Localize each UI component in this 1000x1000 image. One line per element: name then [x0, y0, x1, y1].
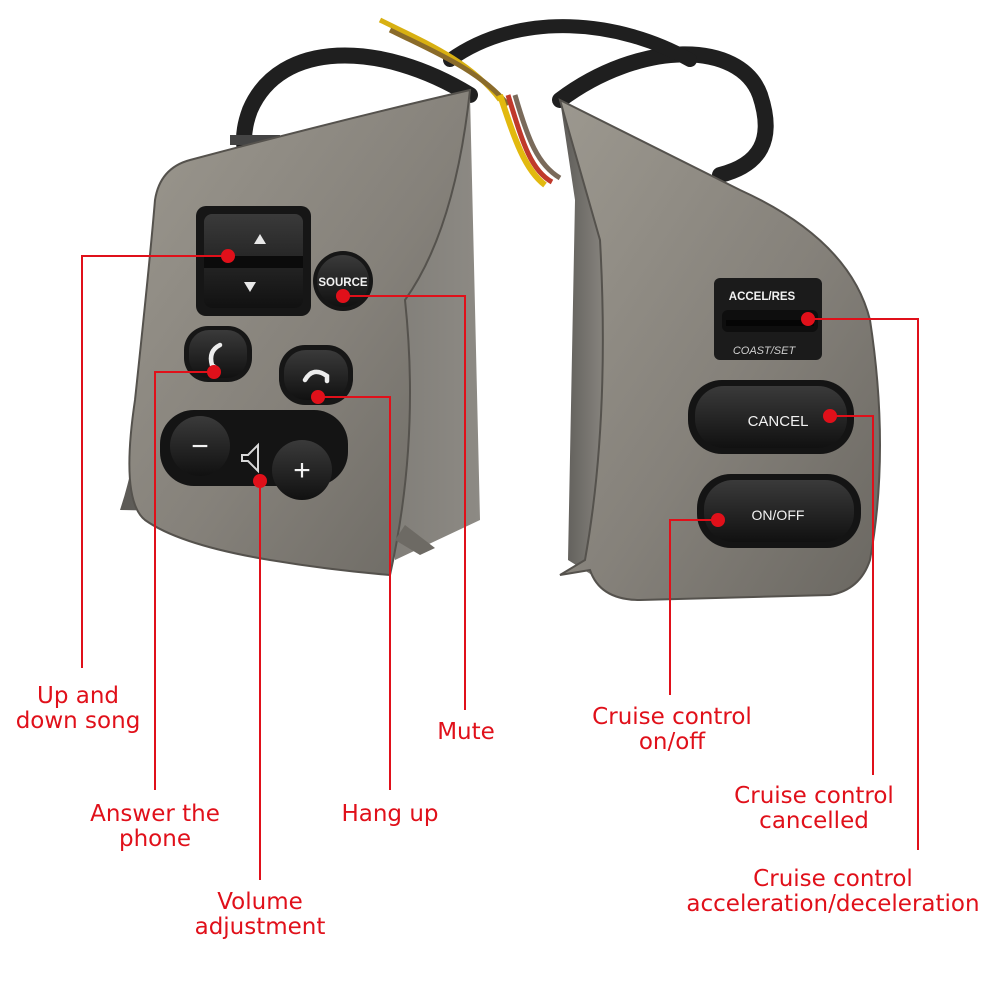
accel-coast-lever[interactable]: ACCEL/RES COAST/SET — [714, 278, 822, 360]
volume-up-button[interactable] — [272, 440, 332, 500]
phone-hangup-icon — [302, 369, 330, 384]
volume-down-button[interactable] — [170, 416, 230, 476]
callout-hangup — [318, 396, 391, 790]
callout-answer — [154, 371, 214, 790]
callout-up-down-song — [81, 255, 228, 668]
phone-answer-icon — [208, 342, 223, 371]
callout-source — [343, 295, 466, 710]
cancel-button[interactable]: CANCEL — [688, 380, 854, 454]
seek-rocker[interactable] — [196, 206, 311, 316]
speaker-icon — [241, 442, 259, 474]
volume-rocker[interactable]: − + — [160, 410, 348, 500]
label-cruise-onoff: Cruise control on/off — [592, 704, 752, 755]
volume-minus-label: − — [191, 430, 209, 463]
onoff-button[interactable]: ON/OFF — [697, 474, 861, 548]
right-switch-module: ACCEL/RES COAST/SET CANCEL ON/OFF — [558, 98, 881, 602]
callout-accel — [808, 318, 919, 850]
label-cruise-accel: Cruise control acceleration/deceleration — [686, 866, 980, 917]
label-volume: Volume adjustment — [194, 889, 326, 940]
label-cruise-cancel: Cruise control cancelled — [734, 783, 894, 834]
coast-set-label: COAST/SET — [733, 345, 797, 357]
volume-plus-label: + — [293, 454, 311, 487]
cancel-label: CANCEL — [748, 413, 809, 430]
left-switch-module: SOURCE − + — [120, 88, 480, 577]
source-label: SOURCE — [318, 277, 368, 289]
onoff-label: ON/OFF — [752, 507, 805, 523]
callout-cancel — [830, 415, 874, 775]
callout-lines — [81, 249, 919, 880]
triangle-up-icon — [254, 234, 266, 244]
triangle-down-icon — [244, 282, 256, 292]
label-answer-phone: Answer the phone — [90, 801, 220, 852]
label-hang-up: Hang up — [341, 801, 439, 827]
accel-res-label: ACCEL/RES — [729, 291, 796, 303]
hangup-button[interactable] — [279, 345, 353, 405]
label-mute: Mute — [437, 719, 495, 745]
label-up-down-song: Up and down song — [15, 683, 141, 734]
callout-onoff — [669, 519, 718, 695]
answer-button[interactable] — [184, 326, 252, 382]
